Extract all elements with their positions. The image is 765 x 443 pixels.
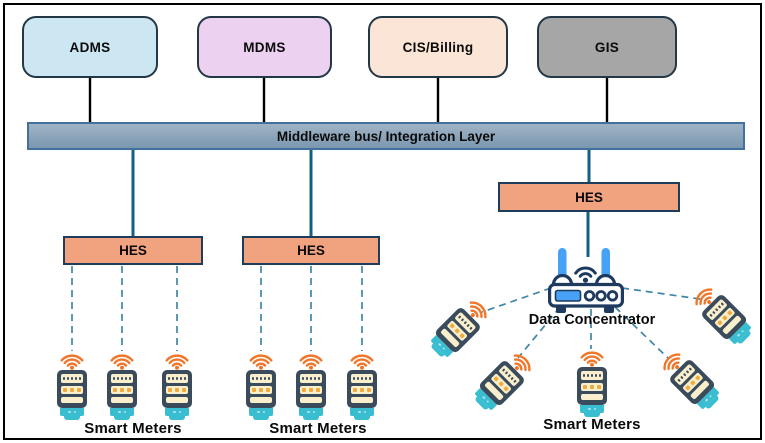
smart-meters-label-1: Smart Meters: [84, 420, 182, 437]
meter-base-lip: [354, 416, 370, 420]
meter-register-band: [111, 386, 133, 394]
middleware-bus-label: Middleware bus/ Integration Layer: [276, 128, 496, 144]
middleware-bus-bar: Middleware bus/ Integration Layer: [27, 122, 745, 150]
meter-register-band: [351, 386, 373, 394]
meter-body: [577, 367, 607, 405]
router-ports: [583, 290, 619, 302]
meter-base-lip: [64, 416, 80, 420]
system-to-bus-lines: [88, 77, 609, 123]
smart-meter-icon: [425, 293, 496, 364]
hes-label: HES: [575, 189, 603, 205]
meter-display: [250, 374, 272, 383]
hes-box-3: HES: [498, 182, 680, 212]
adms-box: ADMS: [22, 16, 158, 78]
hes-label: HES: [297, 243, 325, 258]
meter-base: [60, 408, 84, 416]
meter-base: [299, 408, 323, 416]
smart-meter-icon: [345, 353, 379, 420]
cis-billing-box: CIS/Billing: [368, 16, 508, 78]
hes-box-2: HES: [242, 236, 380, 265]
gis-label: GIS: [594, 39, 620, 55]
smart-meter-icon: [655, 345, 726, 416]
meter-register-band: [166, 386, 188, 394]
meter-body: [347, 370, 377, 408]
meter-base-lip: [584, 413, 600, 417]
cis-billing-label: CIS/Billing: [402, 39, 474, 55]
smart-meters-label-3: Smart Meters: [543, 416, 641, 433]
meter-base: [249, 408, 273, 416]
smart-meter-icon: [294, 353, 328, 420]
router-antenna-mounts: [551, 273, 617, 285]
gis-box: GIS: [537, 16, 677, 78]
meter-body: [296, 370, 326, 408]
meter-display: [166, 374, 188, 383]
meter-blank-band: [250, 397, 272, 403]
meter-blank-band: [300, 397, 322, 403]
meter-display: [61, 374, 83, 383]
adms-label: ADMS: [69, 39, 111, 55]
mdms-box: MDMS: [197, 16, 332, 78]
smart-meter-icon: [244, 353, 278, 420]
smart-meter-icon: [55, 353, 89, 420]
meter-body: [246, 370, 276, 408]
meter-display: [111, 374, 133, 383]
meter-base: [165, 408, 189, 416]
wifi-icon: [60, 354, 84, 370]
wifi-icon: [110, 354, 134, 370]
meter-blank-band: [166, 397, 188, 403]
hes-to-meter-dashed-lines: [71, 266, 363, 351]
smart-meter-icon: [160, 353, 194, 420]
wifi-icon: [165, 354, 189, 370]
antenna-icon: [601, 248, 610, 282]
meter-base-lip: [169, 416, 185, 420]
meter-blank-band: [61, 397, 83, 403]
meter-base: [110, 408, 134, 416]
meter-base-lip: [253, 416, 269, 420]
router-display: [554, 289, 582, 302]
meter-base-lip: [303, 416, 319, 420]
meter-base: [580, 405, 604, 413]
wifi-icon: [249, 354, 273, 370]
meter-body: [107, 370, 137, 408]
hes-box-1: HES: [63, 236, 203, 265]
meter-register-band: [250, 386, 272, 394]
smart-meter-icon: [469, 346, 540, 417]
concentrator-to-meter-dashed-lines: [481, 287, 701, 359]
wifi-icon: [513, 354, 531, 372]
meter-display: [300, 374, 322, 383]
smart-meters-label-2: Smart Meters: [269, 420, 367, 437]
meter-blank-band: [581, 394, 603, 400]
data-concentrator-label: Data Concentrator: [528, 312, 656, 328]
smart-meter-icon: [575, 350, 609, 417]
antenna-icon: [558, 248, 567, 282]
diagram-border: [3, 3, 762, 440]
mdms-label: MDMS: [243, 39, 286, 55]
hes-label: HES: [119, 243, 147, 258]
wifi-icon: [574, 266, 597, 283]
meter-base: [350, 408, 374, 416]
meter-register-band: [61, 386, 83, 394]
meter-register-band: [581, 383, 603, 391]
meter-display: [351, 374, 373, 383]
meter-blank-band: [111, 397, 133, 403]
wifi-icon: [695, 288, 713, 306]
meter-register-band: [300, 386, 322, 394]
router-icon: [548, 248, 624, 313]
wifi-icon: [350, 354, 374, 370]
smart-meter-icon: [105, 353, 139, 420]
wifi-icon: [469, 301, 487, 319]
smart-meter-icon: [687, 280, 758, 351]
meter-body: [57, 370, 87, 408]
meter-body: [162, 370, 192, 408]
meter-base-lip: [114, 416, 130, 420]
meter-display: [581, 371, 603, 380]
meter-blank-band: [351, 397, 373, 403]
wifi-icon: [580, 351, 604, 367]
wifi-icon: [299, 354, 323, 370]
bus-to-hes-lines: [131, 149, 591, 257]
